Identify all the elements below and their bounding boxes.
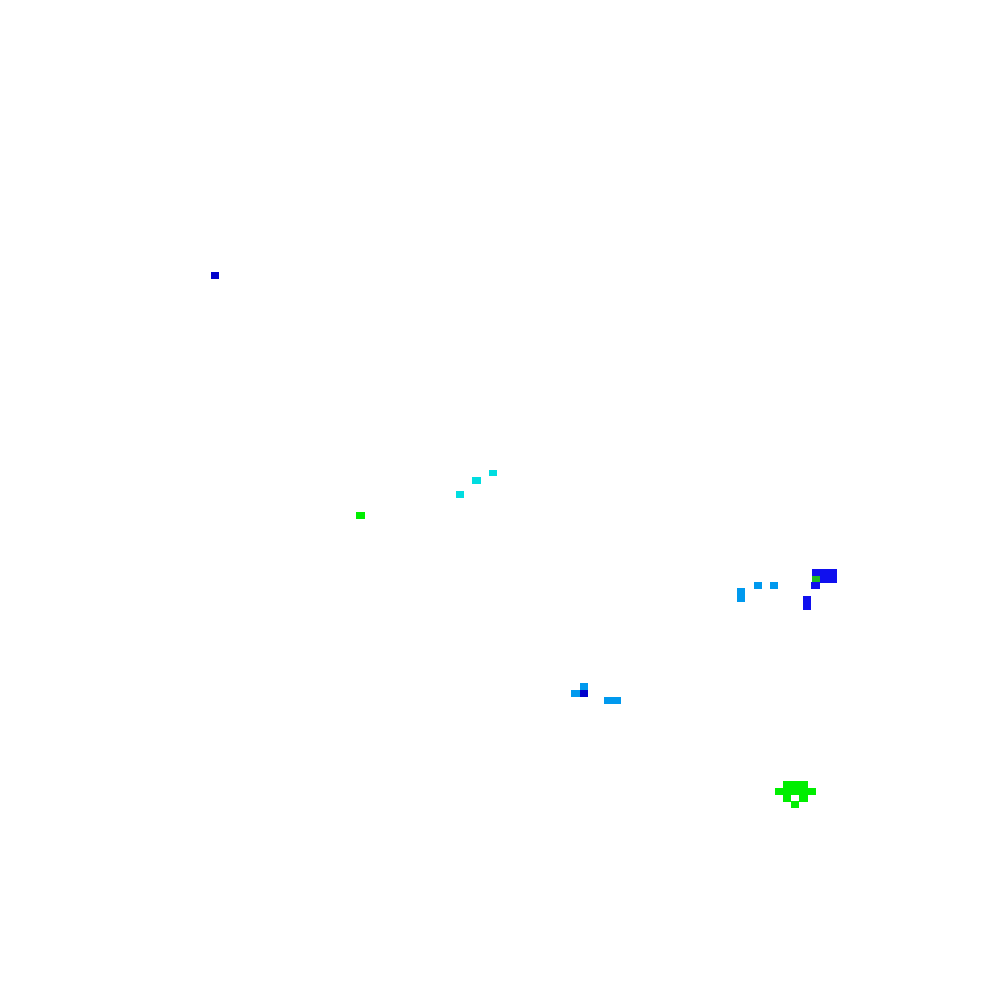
pixel-cyan [472, 477, 481, 484]
pixel-sky-blue [770, 582, 778, 589]
pixel-cyan [489, 470, 497, 476]
pixel-green [356, 512, 365, 519]
pixel-green [783, 781, 808, 788]
pixel-sky-blue [580, 683, 588, 690]
pixel-sky-blue [604, 697, 621, 704]
pixel-green [791, 801, 799, 808]
pixel-green [775, 788, 816, 795]
pixel-cyan [456, 491, 464, 498]
pixel-green [799, 795, 808, 802]
pixel-sky-blue [737, 588, 745, 602]
pixel-blue [811, 582, 820, 589]
pixel-dark-blue [211, 272, 219, 279]
pixel-mid-green [812, 576, 820, 582]
pixel-sky-blue [754, 582, 762, 589]
pixel-blue [803, 596, 811, 610]
pixel-green [783, 795, 791, 802]
pixel-dark-blue [580, 690, 588, 697]
pixel-sky-blue [571, 690, 580, 697]
